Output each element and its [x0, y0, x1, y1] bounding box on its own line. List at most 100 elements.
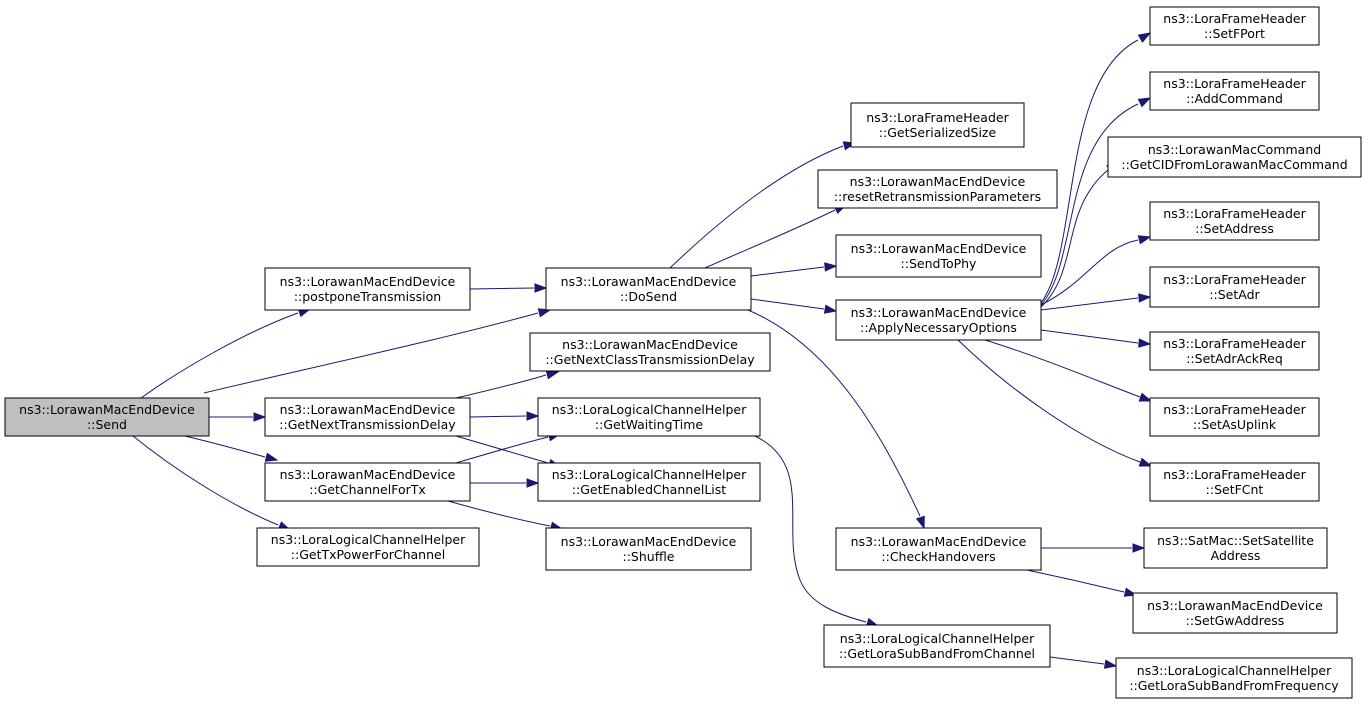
node-send[interactable]: ns3::LorawanMacEndDevice::Send — [4, 397, 210, 437]
node-box[interactable] — [256, 527, 480, 567]
node-box[interactable] — [1149, 6, 1320, 46]
node-label-method: ::GetNextTransmissionDelay — [279, 417, 456, 432]
node-getserialized[interactable]: ns3::LoraFrameHeader::GetSerializedSize — [850, 102, 1025, 148]
node-box[interactable] — [850, 102, 1025, 148]
node-box[interactable] — [1143, 527, 1328, 569]
edge-line — [203, 312, 539, 394]
node-label-method: ::AddCommand — [1186, 91, 1283, 106]
edge-getnexttx-to-getwaiting — [469, 411, 540, 421]
edge-line — [1040, 169, 1109, 308]
edge-arrowhead — [264, 452, 279, 462]
node-box[interactable] — [1132, 592, 1338, 634]
node-label-method: ::Send — [87, 417, 127, 432]
node-getnexttx[interactable]: ns3::LorawanMacEndDevice::GetNextTransmi… — [264, 397, 471, 437]
node-label-method: ::GetCIDFromLorawanMacCommand — [1121, 157, 1347, 172]
node-addcommand[interactable]: ns3::LoraFrameHeader::AddCommand — [1149, 71, 1320, 111]
node-getenabled[interactable]: ns3::LoraLogicalChannelHelper::GetEnable… — [537, 462, 761, 502]
node-setadr[interactable]: ns3::LoraFrameHeader::SetAdr — [1149, 266, 1320, 308]
node-label-method: ::SetFPort — [1204, 26, 1265, 41]
node-applyopts[interactable]: ns3::LorawanMacEndDevice::ApplyNecessary… — [835, 299, 1042, 341]
node-gettxpower[interactable]: ns3::LoraLogicalChannelHelper::GetTxPowe… — [256, 527, 480, 567]
edge-line — [184, 435, 266, 458]
node-box[interactable] — [835, 527, 1042, 571]
node-setfport[interactable]: ns3::LoraFrameHeader::SetFPort — [1149, 6, 1320, 46]
node-label-namespace: ns3::LorawanMacEndDevice — [850, 174, 1026, 189]
node-box[interactable] — [1107, 136, 1362, 178]
node-label-method: ::GetNextClassTransmissionDelay — [545, 352, 755, 367]
node-label-method: ::SendToPhy — [901, 256, 978, 271]
node-label-namespace: ns3::LoraFrameHeader — [1163, 76, 1306, 91]
node-label-namespace: ns3::LorawanMacEndDevice — [280, 274, 456, 289]
node-box[interactable] — [537, 462, 761, 502]
node-box[interactable] — [817, 169, 1058, 209]
node-postpone[interactable]: ns3::LorawanMacEndDevice::postponeTransm… — [264, 267, 471, 311]
node-setadrackreq[interactable]: ns3::LoraFrameHeader::SetAdrAckReq — [1149, 331, 1320, 371]
node-getchannelfortx[interactable]: ns3::LorawanMacEndDevice::GetChannelForT… — [264, 462, 471, 502]
node-box[interactable] — [1149, 397, 1320, 437]
edge-applyopts-to-addcommand — [1040, 97, 1152, 306]
edge-arrowhead — [526, 411, 540, 421]
node-label-namespace: ns3::LoraFrameHeader — [1163, 336, 1306, 351]
node-setaddress[interactable]: ns3::LoraFrameHeader::SetAddress — [1149, 201, 1320, 241]
edge-arrowhead — [537, 308, 552, 318]
node-dosend[interactable]: ns3::LorawanMacEndDevice::DoSend — [545, 267, 752, 311]
node-label-namespace: ns3::LoraFrameHeader — [1163, 467, 1306, 482]
node-sendtophy[interactable]: ns3::LorawanMacEndDevice::SendToPhy — [835, 234, 1042, 278]
node-getlorasubband[interactable]: ns3::LoraLogicalChannelHelper::GetLoraSu… — [823, 624, 1051, 668]
node-label-method: ::GetLoraSubBandFromFrequency — [1129, 678, 1339, 693]
edge-arrowhead — [1138, 392, 1153, 402]
node-shuffle[interactable]: ns3::LorawanMacEndDevice::Shuffle — [545, 527, 752, 571]
edge-checkhandovers-to-setsatellite — [1041, 543, 1146, 553]
edge-getlorasubband-to-getlorasubbandfreq — [1049, 656, 1118, 669]
node-box[interactable] — [4, 397, 210, 437]
edge-getchannelfortx-to-getenabled — [470, 478, 540, 488]
edge-line — [747, 309, 921, 517]
node-box[interactable] — [264, 397, 471, 437]
node-box[interactable] — [835, 299, 1042, 341]
node-label-namespace: ns3::LoraLogicalChannelHelper — [1137, 663, 1332, 678]
node-box[interactable] — [1149, 201, 1320, 241]
node-getlorasubbandfreq[interactable]: ns3::LoraLogicalChannelHelper::GetLoraSu… — [1115, 657, 1353, 699]
node-label-namespace: ns3::LorawanMacEndDevice — [561, 534, 737, 549]
edge-applyopts-to-setadr — [1040, 293, 1152, 311]
edge-arrowhead — [1138, 457, 1153, 467]
node-getwaiting[interactable]: ns3::LoraLogicalChannelHelper::GetWaitin… — [537, 397, 761, 437]
edge-line — [750, 298, 825, 310]
node-label-namespace: ns3::LorawanMacEndDevice — [851, 305, 1027, 320]
node-box[interactable] — [545, 527, 752, 571]
node-box[interactable] — [545, 267, 752, 311]
node-setfcnt[interactable]: ns3::LoraFrameHeader::SetFCnt — [1149, 462, 1320, 502]
edge-dosend-to-applyopts — [750, 298, 838, 314]
node-setgwaddress[interactable]: ns3::LorawanMacEndDevice::SetGwAddress — [1132, 592, 1338, 634]
node-resetretx[interactable]: ns3::LorawanMacEndDevice::resetRetransmi… — [817, 169, 1058, 209]
node-getcid[interactable]: ns3::LorawanMacCommand::GetCIDFromLorawa… — [1107, 136, 1362, 178]
node-box[interactable] — [264, 462, 471, 502]
node-setasuplink[interactable]: ns3::LoraFrameHeader::SetAsUplink — [1149, 397, 1320, 437]
node-box[interactable] — [1149, 462, 1320, 502]
node-label-method: ::ApplyNecessaryOptions — [860, 320, 1017, 335]
node-label-method: ::SetFCnt — [1206, 482, 1264, 497]
node-label-namespace: ns3::LorawanMacEndDevice — [1147, 598, 1323, 613]
node-box[interactable] — [1149, 331, 1320, 371]
node-label-namespace: ns3::LorawanMacEndDevice — [851, 241, 1027, 256]
node-box[interactable] — [1149, 71, 1320, 111]
node-box[interactable] — [1115, 657, 1353, 699]
node-box[interactable] — [823, 624, 1051, 668]
node-label-method: ::GetChannelForTx — [309, 482, 426, 497]
edge-arrowhead — [824, 262, 838, 272]
node-getnextclass[interactable]: ns3::LorawanMacEndDevice::GetNextClassTr… — [529, 332, 771, 372]
edge-arrowhead — [915, 515, 925, 530]
edge-arrowhead — [823, 304, 838, 314]
node-box[interactable] — [264, 267, 471, 311]
node-box[interactable] — [529, 332, 771, 372]
node-box[interactable] — [1149, 266, 1320, 308]
node-label-method: ::DoSend — [620, 289, 677, 304]
node-label-method: Address — [1211, 548, 1261, 563]
edge-line — [140, 312, 299, 399]
node-box[interactable] — [835, 234, 1042, 278]
node-checkhandovers[interactable]: ns3::LorawanMacEndDevice::CheckHandovers — [835, 527, 1042, 571]
node-label-namespace: ns3::LoraLogicalChannelHelper — [552, 467, 747, 482]
edge-line — [754, 435, 867, 623]
node-box[interactable] — [537, 397, 761, 437]
